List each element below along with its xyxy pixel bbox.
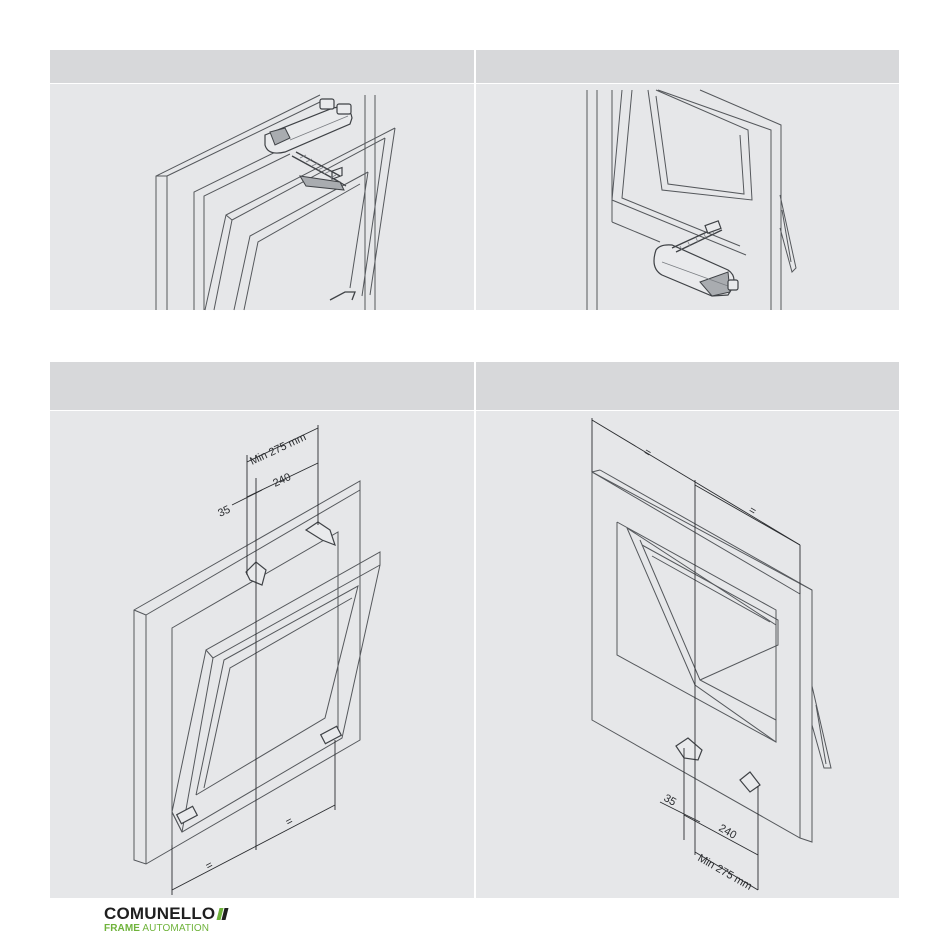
drawing-top-left [156,95,395,310]
logo-tagline-bold: FRAME [104,923,140,934]
dim-equal-a-bl: = [204,859,215,873]
drawing-top-right [587,90,796,310]
logo-wordmark: COMUNELLO [104,905,227,923]
comunello-logo: COMUNELLO FRAME AUTOMATION [104,905,227,935]
drawing-bottom-left: Min 275 mm 240 35 = = [134,425,380,895]
logo-tagline: FRAME AUTOMATION [104,923,227,935]
logo-tagline-rest: AUTOMATION [140,923,209,934]
dim-offset-br: 35 [662,792,679,809]
dim-min-br: Min 275 mm [696,852,754,893]
logo-name: COMUNELLO [104,905,215,923]
dim-offset-bl: 35 [216,504,232,520]
dim-spacing-br: 240 [717,822,739,842]
drawing-bottom-right: = = 35 240 Min 275 mm [592,418,831,893]
dim-spacing-bl: 240 [271,471,293,490]
dim-equal-a-br: = [642,446,654,460]
dim-min-bl: Min 275 mm [248,431,308,467]
